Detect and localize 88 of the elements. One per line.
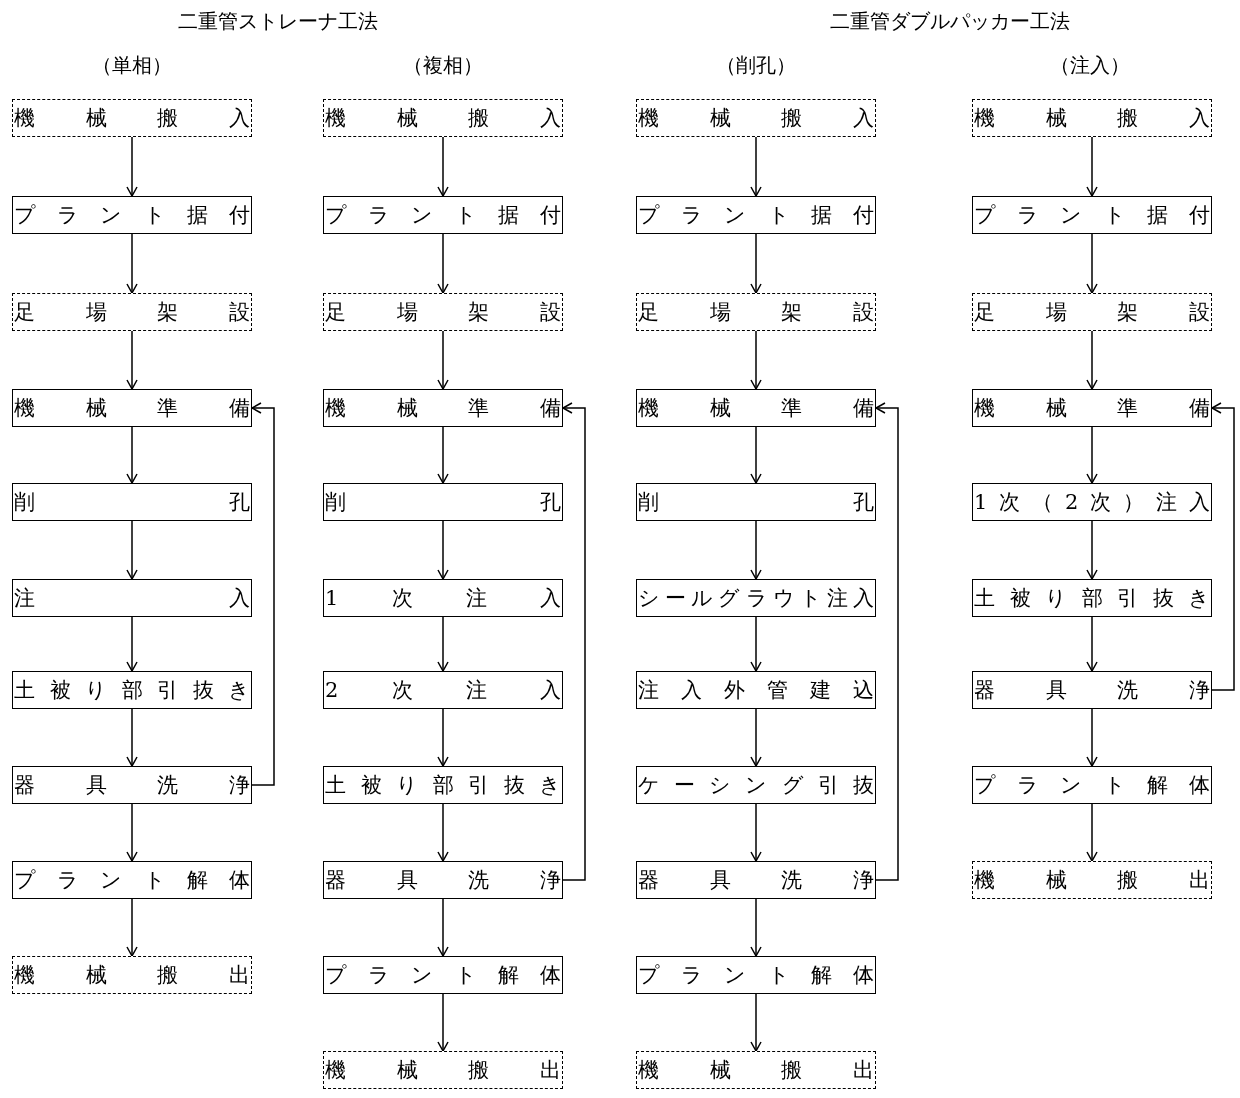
step-box: 機械準備 [636,389,876,427]
arrow [437,520,449,580]
column-heading: （注入） [1050,52,1130,79]
step-box: 土被り部引抜き [12,671,252,709]
step-box: ケーシング引抜 [636,766,876,804]
method-heading: 二重管ダブルパッカー工法 [830,8,1070,35]
step-box: 1次注入 [323,579,563,617]
arrow [562,402,586,881]
step-box: プラント解体 [972,766,1212,804]
arrow [1086,136,1098,197]
arrow [437,330,449,390]
step-box: 削孔 [636,483,876,521]
arrow [1086,803,1098,862]
arrow [750,330,762,390]
dashed-step-box: 足場架設 [323,293,563,331]
dashed-step-box: 機械搬出 [323,1051,563,1089]
step-box: 土被り部引抜き [972,579,1212,617]
dashed-step-box: 機械搬入 [12,99,252,137]
column-heading: （削孔） [716,52,796,79]
step-box: プラント解体 [636,956,876,994]
arrow [750,233,762,294]
arrow [437,708,449,767]
step-box: プラント据付 [636,196,876,234]
step-box: プラント解体 [323,956,563,994]
step-box: プラント解体 [12,861,252,899]
arrow [750,616,762,672]
arrow [1086,520,1098,580]
arrow [1086,708,1098,767]
arrow [126,708,138,767]
dashed-step-box: 足場架設 [636,293,876,331]
arrow [750,803,762,862]
arrow [126,233,138,294]
arrow [750,520,762,580]
step-box: 注入外管建込 [636,671,876,709]
arrow [126,330,138,390]
step-box: 土被り部引抜き [323,766,563,804]
step-box: 器具洗浄 [12,766,252,804]
step-box: 注入 [12,579,252,617]
arrow [437,136,449,197]
step-box: 器具洗浄 [636,861,876,899]
arrow [126,616,138,672]
dashed-step-box: 足場架設 [972,293,1212,331]
arrow [750,136,762,197]
column-heading: （単相） [92,52,172,79]
step-box: 器具洗浄 [972,671,1212,709]
arrow [251,402,275,786]
dashed-step-box: 機械搬出 [636,1051,876,1089]
arrow [1211,402,1235,691]
arrow [437,993,449,1052]
arrow [437,898,449,957]
step-box: プラント据付 [12,196,252,234]
arrow [1086,426,1098,484]
method-heading: 二重管ストレーナ工法 [178,8,378,35]
arrow [1086,330,1098,390]
step-box: プラント据付 [323,196,563,234]
step-box: 機械準備 [12,389,252,427]
dashed-step-box: 機械搬出 [12,956,252,994]
arrow [1086,616,1098,672]
arrow [126,898,138,957]
dashed-step-box: 機械搬入 [636,99,876,137]
arrow [750,993,762,1052]
step-box: 機械準備 [972,389,1212,427]
dashed-step-box: 機械搬出 [972,861,1212,899]
arrow [750,708,762,767]
step-box: シールグラウト注入 [636,579,876,617]
arrow [126,426,138,484]
step-box: 1次（2次）注入 [972,483,1212,521]
step-box: 削孔 [323,483,563,521]
dashed-step-box: 足場架設 [12,293,252,331]
arrow [126,136,138,197]
arrow [437,426,449,484]
arrow [750,426,762,484]
step-box: 2次注入 [323,671,563,709]
arrow [1086,233,1098,294]
arrow [437,233,449,294]
step-box: プラント据付 [972,196,1212,234]
arrow [437,616,449,672]
arrow [126,803,138,862]
arrow [437,803,449,862]
arrow [750,898,762,957]
step-box: 器具洗浄 [323,861,563,899]
step-box: 機械準備 [323,389,563,427]
arrow [126,520,138,580]
arrow [875,402,899,881]
column-heading: （複相） [403,52,483,79]
step-box: 削孔 [12,483,252,521]
dashed-step-box: 機械搬入 [323,99,563,137]
dashed-step-box: 機械搬入 [972,99,1212,137]
